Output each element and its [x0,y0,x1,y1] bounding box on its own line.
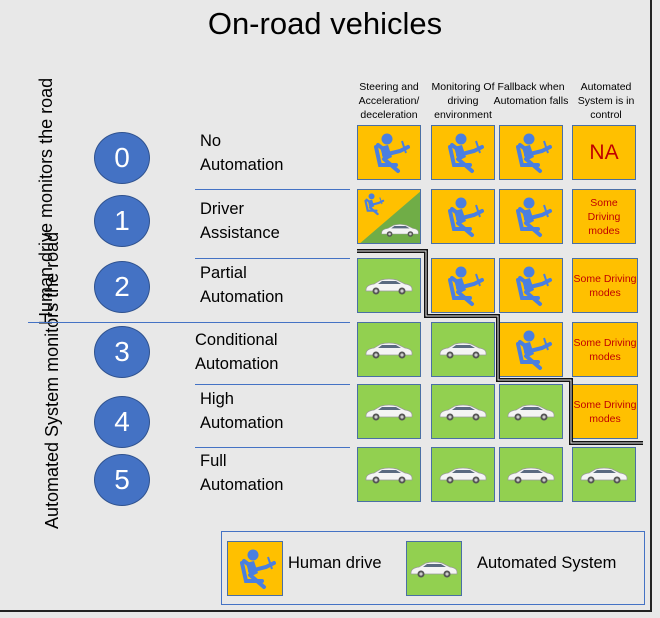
cell-auto [499,447,563,502]
driver-seat-icon [448,197,484,237]
level-badge: 5 [94,454,150,506]
cell-some-driving-modes: Some Driving modes [572,384,638,439]
cell-auto [357,447,421,502]
frame [0,0,652,612]
driver-seat-icon [516,330,552,370]
driver-seat-icon [448,133,484,173]
cell-human [431,258,495,313]
car-icon [507,404,555,420]
driver-seat-icon [516,266,552,306]
car-icon [580,467,628,483]
column-header: Monitoring Of driving environment [431,81,495,121]
cell-auto [357,322,421,377]
level-label: No Automation [200,132,284,174]
cell-auto [431,322,495,377]
car-icon [365,467,413,483]
cell-some-driving-modes: Some Driving modes [572,258,638,313]
driver-seat-icon [374,133,410,173]
row-divider [195,384,350,385]
level-label: Partial Automation [200,264,284,306]
group-divider [28,322,350,323]
level-label: Driver Assistance [200,200,280,242]
level-badge: 2 [94,261,150,313]
driver-seat-icon [448,266,484,306]
car-icon [439,467,487,483]
car-icon [381,224,419,237]
legend-auto-swatch [406,541,462,596]
cell-auto [499,384,563,439]
level-badge: 4 [94,396,150,448]
column-header: Fallback when Automation falls [493,81,569,107]
cell-split [357,189,421,244]
cell-human [357,125,421,180]
car-icon [365,342,413,358]
car-icon [365,278,413,294]
legend-human-swatch [227,541,283,596]
cell-auto [572,447,636,502]
cell-some-driving-modes: Some Driving modes [572,322,638,377]
driver-seat-icon [240,549,276,589]
legend-auto-label: Automated System [477,554,617,572]
legend-human-label: Human drive [288,554,382,572]
column-header: Automated System is in control [577,81,635,121]
page-title: On-road vehicles [207,6,443,41]
car-icon [439,342,487,358]
column-header: Steering and Acceleration/ deceleration [358,81,420,121]
row-divider [195,258,350,259]
cell-human [499,125,563,180]
level-label: Conditional Automation [195,331,279,373]
driver-seat-icon [516,197,552,237]
car-icon [507,467,555,483]
row-divider [195,189,350,190]
cell-na: NA [572,125,636,180]
cell-auto [357,384,421,439]
legend: Human drive Automated System [221,531,645,605]
level-label: High Automation [200,390,284,432]
level-badge: 3 [94,326,150,378]
cell-some-driving-modes: Some Driving modes [572,189,636,244]
driver-seat-icon [364,193,385,216]
row-divider [195,447,350,448]
cell-auto [431,447,495,502]
level-badge: 0 [94,132,150,184]
cell-human [431,189,495,244]
cell-human [499,189,563,244]
car-icon [365,404,413,420]
level-label: Full Automation [200,452,284,494]
car-icon [439,404,487,420]
cell-human [499,258,563,313]
level-badge: 1 [94,195,150,247]
cell-auto [431,384,495,439]
driver-seat-icon [516,133,552,173]
cell-auto [357,258,421,313]
cell-human [431,125,495,180]
car-icon [410,561,458,577]
